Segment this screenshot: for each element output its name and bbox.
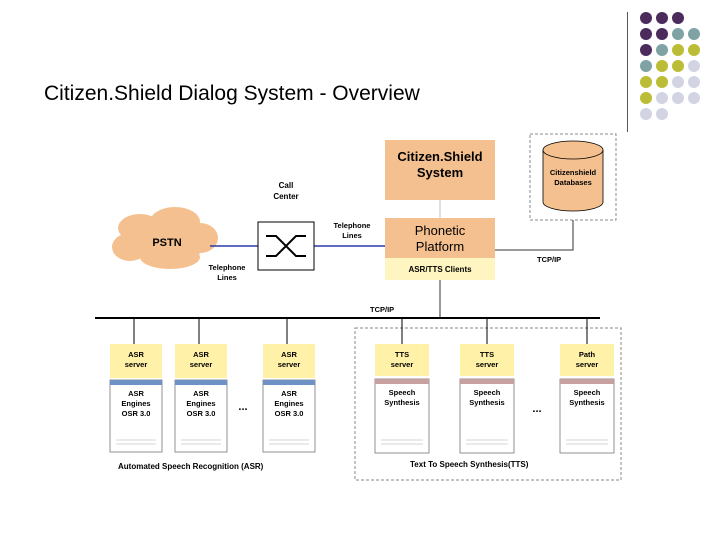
tts-engine-label: Speech <box>389 388 416 397</box>
database-cylinder-icon <box>542 140 604 212</box>
asr-server-label: server <box>190 360 213 369</box>
asr-engine-label: ASR <box>193 389 209 398</box>
decorative-dot <box>640 108 652 120</box>
asr-server-box <box>263 344 315 378</box>
citizenshield-system-box <box>385 140 495 200</box>
citizenshield-system-line2: System <box>417 165 463 180</box>
decorative-dot <box>656 28 668 40</box>
tts-engine-label: Speech <box>574 388 601 397</box>
asr-engine-label: ASR <box>281 389 297 398</box>
decorative-dot <box>656 44 668 56</box>
asr-engine-label: OSR 3.0 <box>187 409 216 418</box>
asr-server-label: ASR <box>193 350 209 359</box>
decorative-dot <box>656 60 668 72</box>
asr-engine-label: ASR <box>128 389 144 398</box>
decorative-dot <box>656 12 668 24</box>
tts-server-box <box>375 344 429 376</box>
slide-title: Citizen.Shield Dialog System - Overview <box>44 82 420 105</box>
decorative-dot <box>672 12 684 24</box>
asr-engine-label: OSR 3.0 <box>275 409 304 418</box>
phonetic-platform-line1: Phonetic <box>415 223 466 238</box>
decorative-dot <box>672 92 684 104</box>
asr-server-label: ASR <box>128 350 144 359</box>
tts-group-label: Text To Speech Synthesis(TTS) <box>410 460 529 469</box>
decorative-dot <box>640 44 652 56</box>
asr-ellipsis: ... <box>238 401 247 413</box>
tts-engine-box <box>559 378 615 454</box>
decorative-dot <box>672 28 684 40</box>
decorative-dot <box>688 28 700 40</box>
title-divider <box>627 12 628 132</box>
decorative-dot <box>672 44 684 56</box>
tts-server-label: server <box>476 360 499 369</box>
call-center-line2: Center <box>273 192 298 201</box>
asr-server-label: server <box>278 360 301 369</box>
decorative-dot <box>688 60 700 72</box>
decorative-dot <box>672 60 684 72</box>
decorative-dot <box>640 60 652 72</box>
database-label-2: Databases <box>554 178 592 187</box>
tts-engine-label: Speech <box>474 388 501 397</box>
telephone-lines-top-2: Lines <box>342 231 362 240</box>
decorative-dot <box>640 28 652 40</box>
asr-tts-clients-label: ASR/TTS Clients <box>408 265 472 274</box>
asr-engine-label: Engines <box>186 399 215 408</box>
asr-tts-clients-box <box>385 258 495 280</box>
tts-server-label: TTS <box>480 350 494 359</box>
asr-server-box <box>110 344 162 378</box>
decorative-dot-grid <box>640 12 712 122</box>
asr-group-label: Automated Speech Recognition (ASR) <box>118 462 264 471</box>
asr-server-label: ASR <box>281 350 297 359</box>
decorative-dot <box>688 44 700 56</box>
decorative-dot <box>672 76 684 88</box>
tts-engine-label: Synthesis <box>569 398 604 407</box>
asr-server-box <box>175 344 227 378</box>
phonetic-platform-line2: Platform <box>416 239 464 254</box>
pstn-label: PSTN <box>152 237 181 249</box>
pstn-cloud-icon <box>112 207 218 269</box>
tts-engine-label: Synthesis <box>384 398 419 407</box>
decorative-dot <box>640 92 652 104</box>
asr-engine-label: Engines <box>274 399 303 408</box>
tts-engine-label: Synthesis <box>469 398 504 407</box>
switch-cross-icon <box>266 235 306 257</box>
tts-server-box <box>560 344 614 376</box>
citizenshield-system-line1: Citizen.Shield <box>397 149 482 164</box>
telephone-lines-bottom-1: Telephone <box>209 263 246 272</box>
tts-server-box <box>460 344 514 376</box>
tts-group-boundary <box>354 327 622 481</box>
decorative-dot <box>688 92 700 104</box>
phonetic-platform-box <box>385 218 495 258</box>
tcpip-bus-label: TCP/IP <box>370 305 394 314</box>
telephone-lines-top-1: Telephone <box>334 221 371 230</box>
tcpip-right-label: TCP/IP <box>537 255 561 264</box>
tts-ellipsis: ... <box>532 403 541 415</box>
tts-server-label: server <box>391 360 414 369</box>
decorative-dot <box>688 76 700 88</box>
decorative-dot <box>656 76 668 88</box>
asr-engine-label: Engines <box>121 399 150 408</box>
telephone-lines-bottom-2: Lines <box>217 273 237 282</box>
database-label-1: Citizenshield <box>550 168 597 177</box>
call-center-line1: Call <box>279 181 294 190</box>
decorative-dot <box>640 12 652 24</box>
tts-server-label: TTS <box>395 350 409 359</box>
tts-engine-box <box>459 378 515 454</box>
tts-server-label: server <box>576 360 599 369</box>
asr-engine-label: OSR 3.0 <box>122 409 151 418</box>
decorative-dot <box>640 76 652 88</box>
tts-server-label: Path <box>579 350 596 359</box>
decorative-dot <box>656 92 668 104</box>
decorative-dot <box>656 108 668 120</box>
asr-server-label: server <box>125 360 148 369</box>
